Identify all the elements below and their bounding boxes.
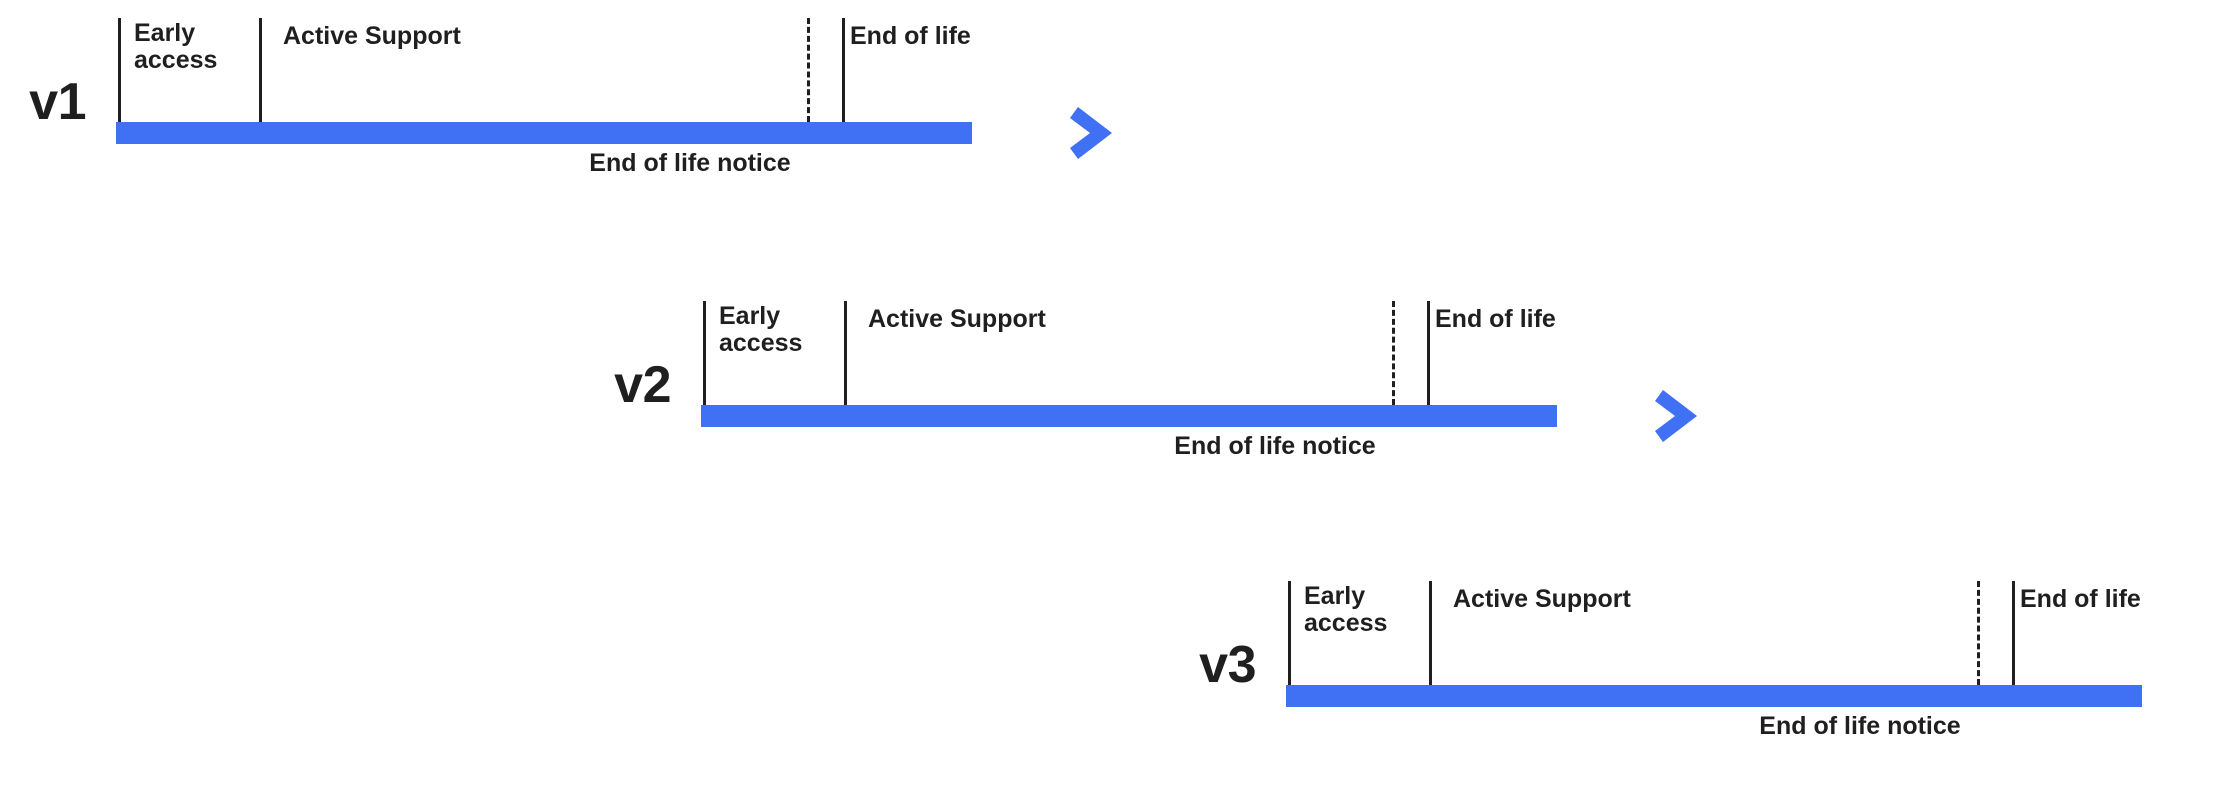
phase-divider-tick xyxy=(844,301,847,405)
segment-label-2: End of life xyxy=(2020,585,2141,613)
phase-divider-tick xyxy=(118,18,121,122)
phase-divider-tick xyxy=(842,18,845,122)
segment-label-2: End of life xyxy=(1435,305,1556,333)
eol-notice-marker-dashed xyxy=(807,18,810,122)
version-label-v2: v2 xyxy=(614,356,671,414)
eol-notice-marker-dashed xyxy=(1392,301,1395,405)
lifecycle-arrow-shaft xyxy=(1286,685,2142,707)
version-label-v1: v1 xyxy=(29,73,86,131)
segment-label-1: Active Support xyxy=(283,22,461,50)
lifecycle-arrow-head-icon xyxy=(1070,107,1128,159)
segment-label-0: Early access xyxy=(719,302,803,357)
lifecycle-arrow-shaft xyxy=(116,122,972,144)
segment-label-2: End of life xyxy=(850,22,971,50)
phase-divider-tick xyxy=(2012,581,2015,685)
phase-divider-tick xyxy=(1429,581,1432,685)
lifecycle-arrow-head-icon xyxy=(1655,390,1713,442)
phase-divider-tick xyxy=(259,18,262,122)
lifecycle-arrow-shaft xyxy=(701,405,1557,427)
phase-divider-tick xyxy=(703,301,706,405)
segment-label-0: Early access xyxy=(134,19,218,74)
end-of-life-notice-label: End of life notice xyxy=(589,149,791,177)
segment-label-1: Active Support xyxy=(868,305,1046,333)
phase-divider-tick xyxy=(1427,301,1430,405)
segment-label-1: Active Support xyxy=(1453,585,1631,613)
segment-label-0: Early access xyxy=(1304,582,1388,637)
eol-notice-marker-dashed xyxy=(1977,581,1980,685)
end-of-life-notice-label: End of life notice xyxy=(1759,712,1961,740)
version-label-v3: v3 xyxy=(1199,636,1256,694)
end-of-life-notice-label: End of life notice xyxy=(1174,432,1376,460)
phase-divider-tick xyxy=(1288,581,1291,685)
